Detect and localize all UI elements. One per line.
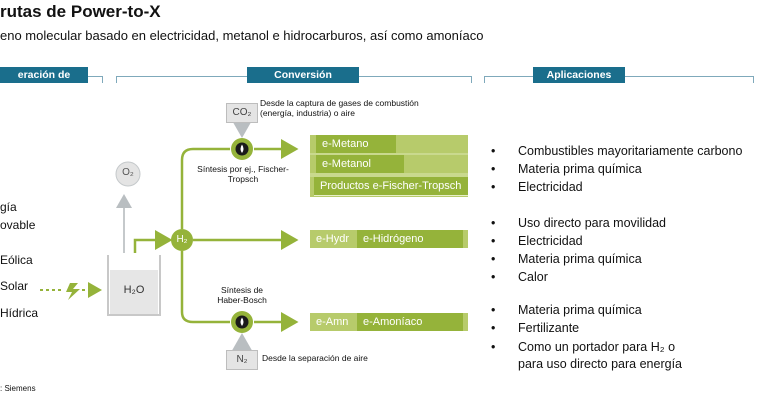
app-3-3-cont: para uso directo para energía [518, 357, 682, 371]
n2-box: N₂ [226, 350, 258, 370]
app-2-1: Uso directo para movilidad [491, 216, 666, 230]
co2-box: CO₂ [226, 103, 258, 123]
source-note: : Siemens [0, 384, 36, 393]
energy-label-2: ovable [0, 218, 36, 232]
h2o-label: H₂O [123, 284, 145, 296]
app-3-1: Materia prima química [491, 303, 642, 317]
app-2-2: Electricidad [491, 234, 582, 248]
lightning-icon [66, 283, 80, 300]
energy-source-solar: Solar [0, 279, 29, 293]
section-header-left: eración de energía [0, 67, 88, 97]
app-2-3: Materia prima química [491, 252, 642, 266]
section-header-right: Aplicaciones [533, 67, 625, 83]
app-1-1: Combustibles mayoritariamente carbono [491, 144, 742, 158]
co2-note: Desde la captura de gases de combustión … [260, 98, 419, 118]
app-3-3: Como un portador para H₂ o [491, 340, 675, 354]
o2-label: O₂ [122, 167, 134, 178]
beaker-icon [107, 255, 161, 316]
app-3-2: Fertilizante [491, 321, 579, 335]
energy-source-hydro: Hídrica [0, 306, 39, 320]
product-e-metano: e-Metano [316, 135, 396, 153]
app-1-2: Materia prima química [491, 162, 642, 176]
h2-label: H₂ [176, 234, 188, 245]
app-2-4: Calor [491, 270, 548, 284]
product-e-metanol: e-Metanol [316, 155, 404, 173]
product-e-hidrogeno: e-Hidrógeno [357, 230, 463, 248]
n2-note: Desde la separación de aire [262, 353, 368, 363]
section-header-center: Conversión [247, 67, 359, 83]
page-subtitle: eno molecular basado en electricidad, me… [0, 28, 484, 43]
synthesis-ft-label: Síntesis por ej., Fischer-Tropsch [197, 164, 289, 184]
product-e-amoniaco: e-Amoníaco [357, 313, 463, 331]
product-e-fischer-tropsch: Productos e-Fischer-Tropsch [314, 177, 468, 196]
app-1-3: Electricidad [491, 180, 582, 194]
page-title: rutas de Power-to-X [0, 2, 161, 21]
energy-source-wind: Eólica [0, 253, 33, 267]
synthesis-hb-label: Síntesis de Haber-Bosch [217, 285, 267, 305]
energy-label-1: gía [0, 200, 17, 214]
